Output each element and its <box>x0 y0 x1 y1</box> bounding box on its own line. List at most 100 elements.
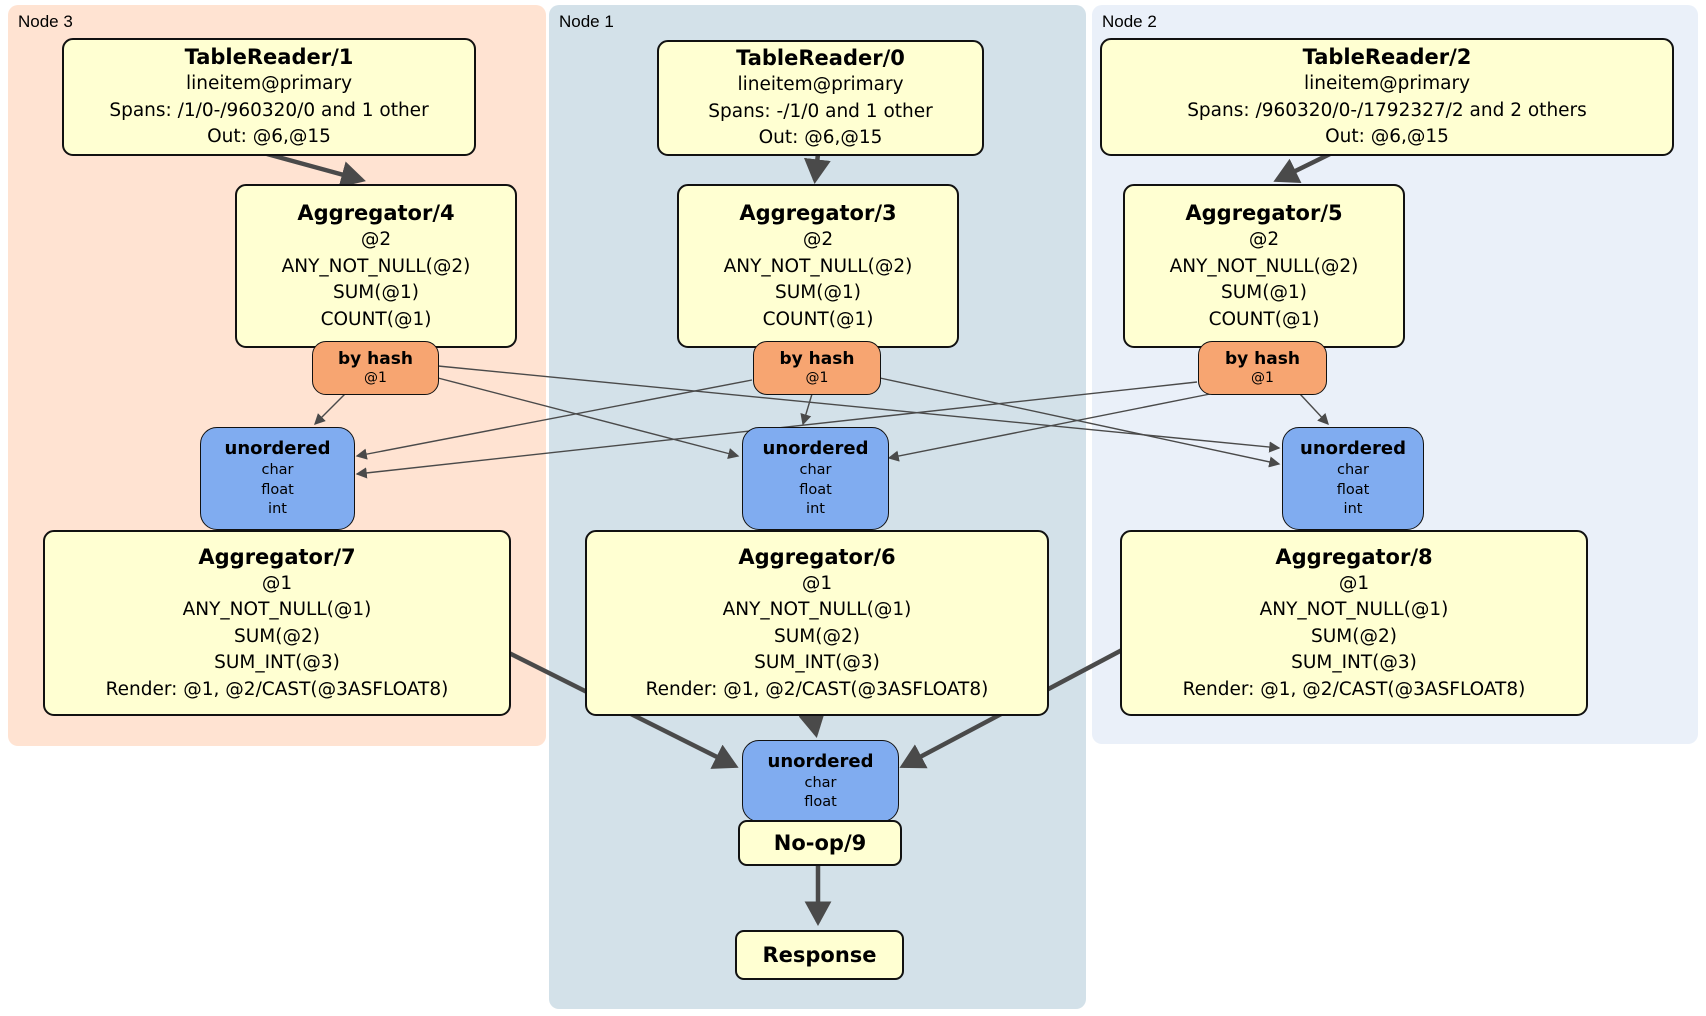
processor-line: lineitem@primary <box>185 73 353 95</box>
edge-bh4-unL <box>314 393 346 425</box>
processor-line: ANY_NOT_NULL(@2) <box>723 255 913 277</box>
processor-title: Aggregator/6 <box>738 544 896 569</box>
processor-line: Render: @1, @2/CAST(@3ASFLOAT8) <box>105 678 449 700</box>
edge-bh5-unR <box>1299 393 1329 426</box>
router-title: by hash <box>779 349 855 369</box>
edge-bh3-unL <box>355 379 753 460</box>
processor-aggregator-6: Aggregator/6 @1 ANY_NOT_NULL(@1) SUM(@2)… <box>585 530 1049 716</box>
processor-line: ANY_NOT_NULL(@2) <box>1169 255 1359 277</box>
sync-line: char <box>804 774 837 791</box>
sync-title: unordered <box>762 438 869 460</box>
processor-line: ANY_NOT_NULL(@1) <box>722 599 912 621</box>
processor-title: TableReader/0 <box>736 46 905 71</box>
router-line: @1 <box>805 370 829 386</box>
sync-line: char <box>799 462 832 479</box>
region-label: Node 1 <box>559 12 614 31</box>
processor-title: No-op/9 <box>773 831 867 855</box>
processor-aggregator-4: Aggregator/4 @2 ANY_NOT_NULL(@2) SUM(@1)… <box>235 184 517 348</box>
processor-title: Aggregator/7 <box>198 544 356 569</box>
sync-line: float <box>1336 481 1370 498</box>
sync-title: unordered <box>224 438 331 460</box>
processor-line: SUM_INT(@3) <box>1291 652 1417 674</box>
processor-line: ANY_NOT_NULL(@1) <box>182 599 372 621</box>
processor-line: COUNT(@1) <box>762 308 874 330</box>
processor-title: Aggregator/8 <box>1275 544 1433 569</box>
processor-line: Out: @6,@15 <box>758 127 883 149</box>
processor-line: SUM(@2) <box>774 625 860 647</box>
sync-line: float <box>799 481 832 498</box>
processor-title: TableReader/2 <box>1302 45 1472 70</box>
router-title: by hash <box>338 349 413 369</box>
response-box: Response <box>735 930 904 980</box>
processor-line: COUNT(@1) <box>320 308 432 330</box>
sync-line: char <box>1336 462 1369 479</box>
processor-line: SUM(@1) <box>775 282 861 303</box>
region-label: Node 2 <box>1102 12 1157 31</box>
sync-line: float <box>261 481 294 498</box>
processor-noop-9: No-op/9 <box>738 820 902 866</box>
processor-title: Aggregator/3 <box>739 201 897 225</box>
edge-agg6-unB <box>798 711 826 738</box>
processor-line: Spans: -/1/0 and 1 other <box>708 100 933 122</box>
router-by-hash-5: by hash @1 <box>1198 341 1327 395</box>
processor-aggregator-8: Aggregator/8 @1 ANY_NOT_NULL(@1) SUM(@2)… <box>1120 530 1588 716</box>
sync-unordered-right: unordered char float int <box>1282 427 1424 530</box>
router-line: @1 <box>1251 370 1274 386</box>
processor-line: COUNT(@1) <box>1208 308 1320 330</box>
sync-line: char <box>261 462 294 479</box>
sync-line: int <box>806 501 825 518</box>
sync-line: float <box>804 794 837 810</box>
processor-line: SUM(@2) <box>1311 625 1397 647</box>
processor-line: @2 <box>360 229 392 250</box>
router-by-hash-4: by hash @1 <box>312 341 439 395</box>
sync-title: unordered <box>1300 438 1406 460</box>
edge-bh3-unR <box>879 377 1281 468</box>
sync-unordered-final: unordered char float <box>742 740 899 822</box>
processor-line: SUM(@2) <box>234 625 320 647</box>
processor-line: @1 <box>1338 572 1370 594</box>
processor-line: SUM_INT(@3) <box>214 652 340 674</box>
processor-line: ANY_NOT_NULL(@1) <box>1259 599 1449 621</box>
sync-line: int <box>268 501 287 518</box>
processor-tablereader-2: TableReader/2 lineitem@primary Spans: /9… <box>1100 38 1674 156</box>
processor-line: SUM(@1) <box>333 282 419 303</box>
processor-line: Spans: /1/0-/960320/0 and 1 other <box>109 99 429 121</box>
edge-tr1-agg4 <box>266 151 366 188</box>
processor-line: Render: @1, @2/CAST(@3ASFLOAT8) <box>645 678 989 700</box>
processor-line: Out: @6,@15 <box>1325 126 1449 148</box>
router-title: by hash <box>1225 349 1300 369</box>
processor-title: TableReader/1 <box>184 45 354 70</box>
edge-tr2-agg5 <box>1273 151 1331 184</box>
sync-line: int <box>1343 501 1363 518</box>
processor-aggregator-3: Aggregator/3 @2 ANY_NOT_NULL(@2) SUM(@1)… <box>677 184 959 348</box>
processor-line: ANY_NOT_NULL(@2) <box>281 255 471 277</box>
processor-line: lineitem@primary <box>1303 73 1471 95</box>
processor-aggregator-5: Aggregator/5 @2 ANY_NOT_NULL(@2) SUM(@1)… <box>1123 184 1405 348</box>
processor-line: lineitem@primary <box>737 74 904 96</box>
processor-tablereader-0: TableReader/0 lineitem@primary Spans: -/… <box>657 40 984 156</box>
sync-title: unordered <box>767 750 874 772</box>
region-label: Node 3 <box>18 12 73 31</box>
edge-bh5-unC <box>887 393 1211 462</box>
processor-line: @2 <box>802 229 834 250</box>
processor-title: Aggregator/4 <box>297 201 455 225</box>
router-line: @1 <box>364 370 387 386</box>
processor-title: Response <box>762 943 877 967</box>
processor-line: Spans: /960320/0-/1792327/2 and 2 others <box>1187 99 1587 121</box>
processor-title: Aggregator/5 <box>1185 201 1343 225</box>
processor-line: Render: @1, @2/CAST(@3ASFLOAT8) <box>1182 678 1526 700</box>
edge-bh3-unC <box>800 393 813 426</box>
router-by-hash-3: by hash @1 <box>753 341 881 395</box>
processor-line: @2 <box>1248 229 1280 250</box>
processor-line: SUM_INT(@3) <box>754 652 880 674</box>
edge-bh4-unC <box>437 377 740 459</box>
sync-unordered-center: unordered char float int <box>742 427 889 530</box>
processor-line: @1 <box>261 572 293 594</box>
processor-aggregator-7: Aggregator/7 @1 ANY_NOT_NULL(@1) SUM(@2)… <box>43 530 511 716</box>
processor-line: SUM(@1) <box>1221 282 1307 303</box>
processor-line: Out: @6,@15 <box>207 126 331 148</box>
processor-line: @1 <box>801 572 833 594</box>
sync-unordered-left: unordered char float int <box>200 427 355 530</box>
processor-tablereader-1: TableReader/1 lineitem@primary Spans: /1… <box>62 38 476 156</box>
